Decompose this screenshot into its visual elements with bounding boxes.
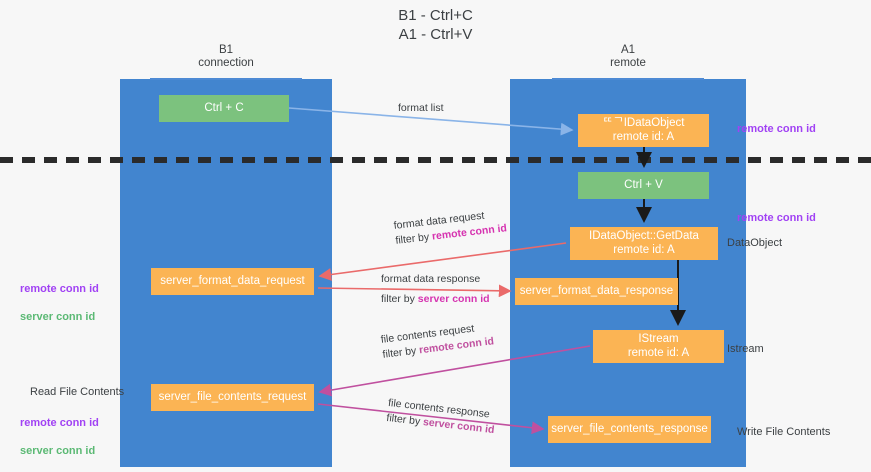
label-file-contents-request: file contents request filter by remote c… [380, 319, 495, 362]
filter-prefix: filter by [381, 293, 418, 305]
label-right-remote-conn-id-top: remote conn id [737, 123, 816, 135]
diagram-title: B1 - Ctrl+C A1 - Ctrl+V [398, 7, 473, 43]
filter-server-conn-id: server conn id [417, 293, 490, 305]
label-left-remote-conn-id-1: remote conn id [20, 283, 99, 295]
label-left-read-file-contents: Read File Contents [30, 386, 125, 398]
lane-header-b1: B1 connection [198, 44, 254, 69]
box-server-file-contents-response[interactable]: server_file_contents_response [548, 416, 711, 443]
label-format-data-request: format data request filter by remote con… [393, 206, 508, 248]
label-format-data-response: format data response filter by server co… [381, 272, 490, 307]
box-server-format-data-request[interactable]: server_format_data_request [151, 268, 314, 295]
label-left-remote-conn-id-2: remote conn id [20, 417, 99, 429]
label-left-conn-ids-top: remote conn id server conn id [20, 268, 99, 338]
filter-prefix: filter by [394, 230, 433, 247]
label-right-dataobject: DataObject [727, 237, 783, 249]
box-server-format-data-response[interactable]: server_format_data_response [515, 278, 678, 305]
filter-prefix: filter by [381, 344, 420, 361]
label-right-write-file-contents: Write File Contents [737, 426, 831, 438]
box-idataobject-getdata[interactable]: IDataObject::GetData remote id: A [570, 227, 718, 260]
box-idataobject[interactable]: ᄄᄀIDataObject remote id: A [578, 114, 709, 147]
box-ctrl-v[interactable]: Ctrl + V [578, 172, 709, 199]
label-right-remote-conn-id-mid: remote conn id [737, 212, 816, 224]
label-left-server-conn-id-2: server conn id [20, 445, 96, 457]
label-file-contents-response: file contents response filter by server … [386, 396, 497, 438]
label-left-server-conn-id-1: server conn id [20, 311, 96, 323]
box-istream[interactable]: IStream remote id: A [593, 330, 724, 363]
filter-prefix: filter by [385, 411, 424, 428]
label-format-data-response-filter: filter by server conn id [381, 292, 490, 307]
label-format-data-response-text: format data response [381, 273, 481, 285]
lane-header-a1: A1 remote [610, 44, 646, 69]
box-server-file-contents-request[interactable]: server_file_contents_request [151, 384, 314, 411]
label-right-istream: Istream [727, 343, 764, 355]
label-left-conn-ids-bottom: remote conn id server conn id [20, 402, 99, 472]
label-format-list: format list [398, 102, 444, 114]
box-ctrl-c[interactable]: Ctrl + C [159, 95, 289, 122]
